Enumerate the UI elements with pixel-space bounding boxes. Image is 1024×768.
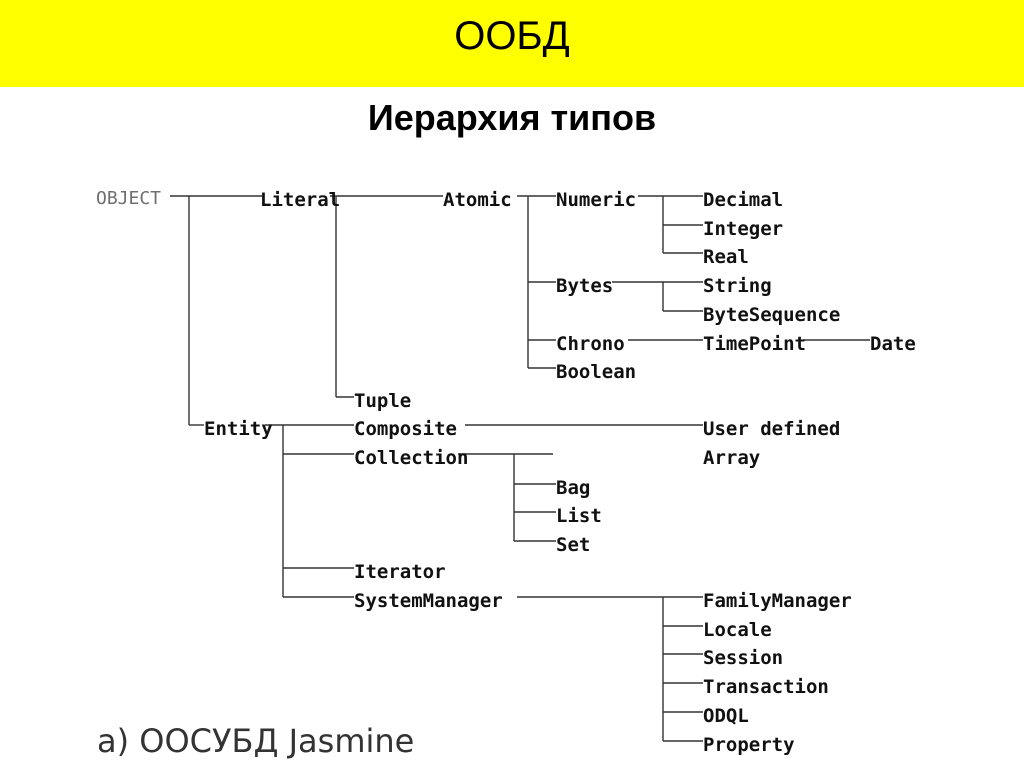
node-integer: Integer <box>703 218 783 240</box>
node-tuple: Tuple <box>354 390 411 412</box>
node-date: Date <box>870 333 916 355</box>
title-banner: ООБД <box>0 0 1024 87</box>
node-time-point: TimePoint <box>703 333 806 355</box>
node-chrono: Chrono <box>556 333 625 355</box>
node-array: Array <box>703 447 760 469</box>
node-family-manager: FamilyManager <box>703 590 852 612</box>
node-byte-sequence: ByteSequence <box>703 304 840 326</box>
node-bag: Bag <box>556 477 590 499</box>
node-bytes: Bytes <box>556 275 613 297</box>
node-collection: Collection <box>354 447 468 469</box>
node-set: Set <box>556 534 590 556</box>
slide-title: ООБД <box>454 14 570 58</box>
node-atomic: Atomic <box>443 189 512 211</box>
node-property: Property <box>703 734 795 756</box>
node-boolean: Boolean <box>556 361 636 383</box>
node-system-manager: SystemManager <box>354 590 503 612</box>
node-locale: Locale <box>703 619 772 641</box>
node-entity: Entity <box>204 418 273 440</box>
node-decimal: Decimal <box>703 189 783 211</box>
node-user-defined: User defined <box>703 418 840 440</box>
node-literal: Literal <box>260 189 340 211</box>
node-iterator: Iterator <box>354 561 446 583</box>
slide-subtitle: Иерархия типов <box>367 97 657 138</box>
node-numeric: Numeric <box>556 189 636 211</box>
node-odql: ODQL <box>703 705 749 727</box>
node-transaction: Transaction <box>703 676 829 698</box>
node-composite: Composite <box>354 418 457 440</box>
node-object: OBJECT <box>96 188 161 209</box>
node-string: String <box>703 275 772 297</box>
figure-caption: а) ООСУБД Jasmine <box>97 722 415 760</box>
node-real: Real <box>703 246 749 268</box>
node-list: List <box>556 505 602 527</box>
connector-lines <box>170 195 870 742</box>
node-session: Session <box>703 647 783 669</box>
